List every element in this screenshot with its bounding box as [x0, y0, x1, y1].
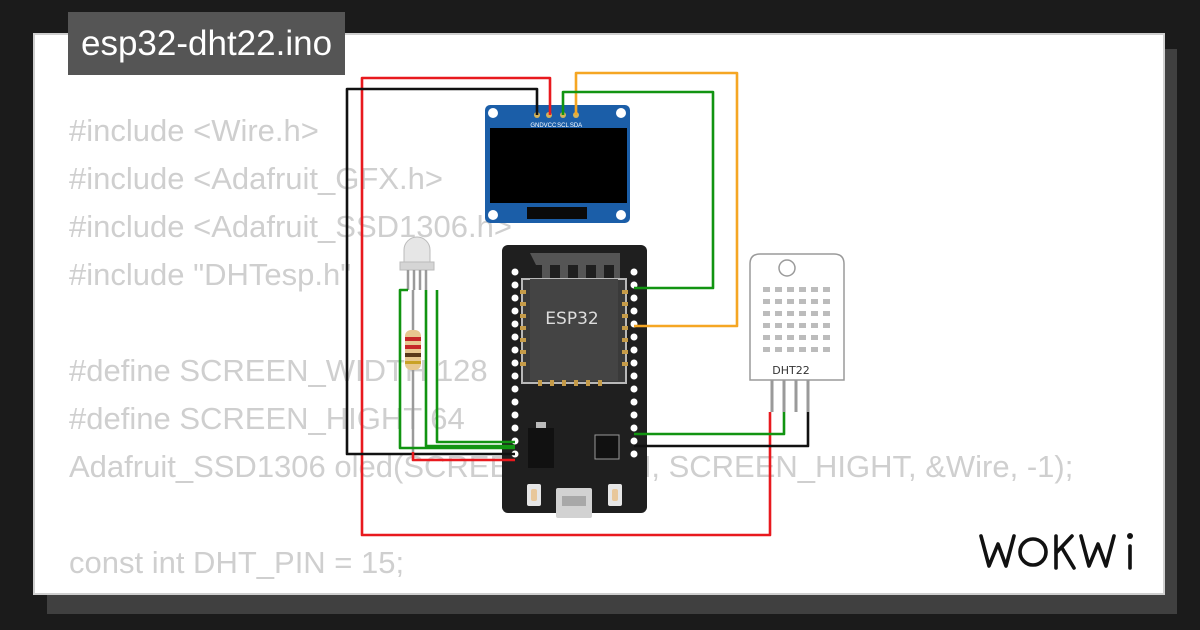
wire-green-led-2 [424, 290, 515, 448]
code-line: #include "DHTesp.h" [69, 257, 352, 292]
resistor[interactable] [405, 290, 421, 452]
dht22-sensor[interactable]: DHT22 [749, 253, 845, 412]
wire-black-gnd [345, 87, 539, 456]
oled-display[interactable]: GND VCC SCL SDA [485, 105, 630, 223]
wire-black-dht-gnd [634, 412, 810, 448]
oled-pin-label: SDA [570, 123, 582, 129]
wire-green-led-1 [398, 288, 515, 450]
dht22-label: DHT22 [772, 364, 809, 377]
code-line: #include <Wire.h> [69, 113, 319, 148]
rgb-led[interactable] [399, 236, 435, 290]
code-line: #include <Adafruit_GFX.h> [69, 161, 443, 196]
code-preview: #include <Wire.h> #include <Adafruit_GFX.… [69, 107, 1073, 593]
file-title: esp32-dht22.ino [68, 12, 346, 75]
wire-red-resistor [411, 452, 515, 462]
esp32-label: ESP32 [545, 309, 598, 329]
wire-green-scl [561, 90, 715, 290]
code-line: #include <Adafruit_SSD1306.h> [69, 209, 512, 244]
wokwi-logo [979, 533, 1133, 570]
esp32-board[interactable]: ESP32 [502, 245, 647, 518]
oled-pin-label: SCL [557, 123, 569, 129]
wire-green-led-3 [435, 290, 515, 444]
oled-pin-label: GND [530, 123, 544, 129]
oled-pin-label: VCC [544, 123, 557, 129]
code-line: const int DHT_PIN = 15; [69, 545, 405, 580]
code-line: #define SCREEN_WIDTH 128 [69, 353, 488, 388]
wire-orange-sda [574, 71, 739, 328]
wire-red-vcc [360, 76, 772, 537]
wires [345, 71, 810, 537]
wire-green-dht-data [634, 412, 786, 436]
